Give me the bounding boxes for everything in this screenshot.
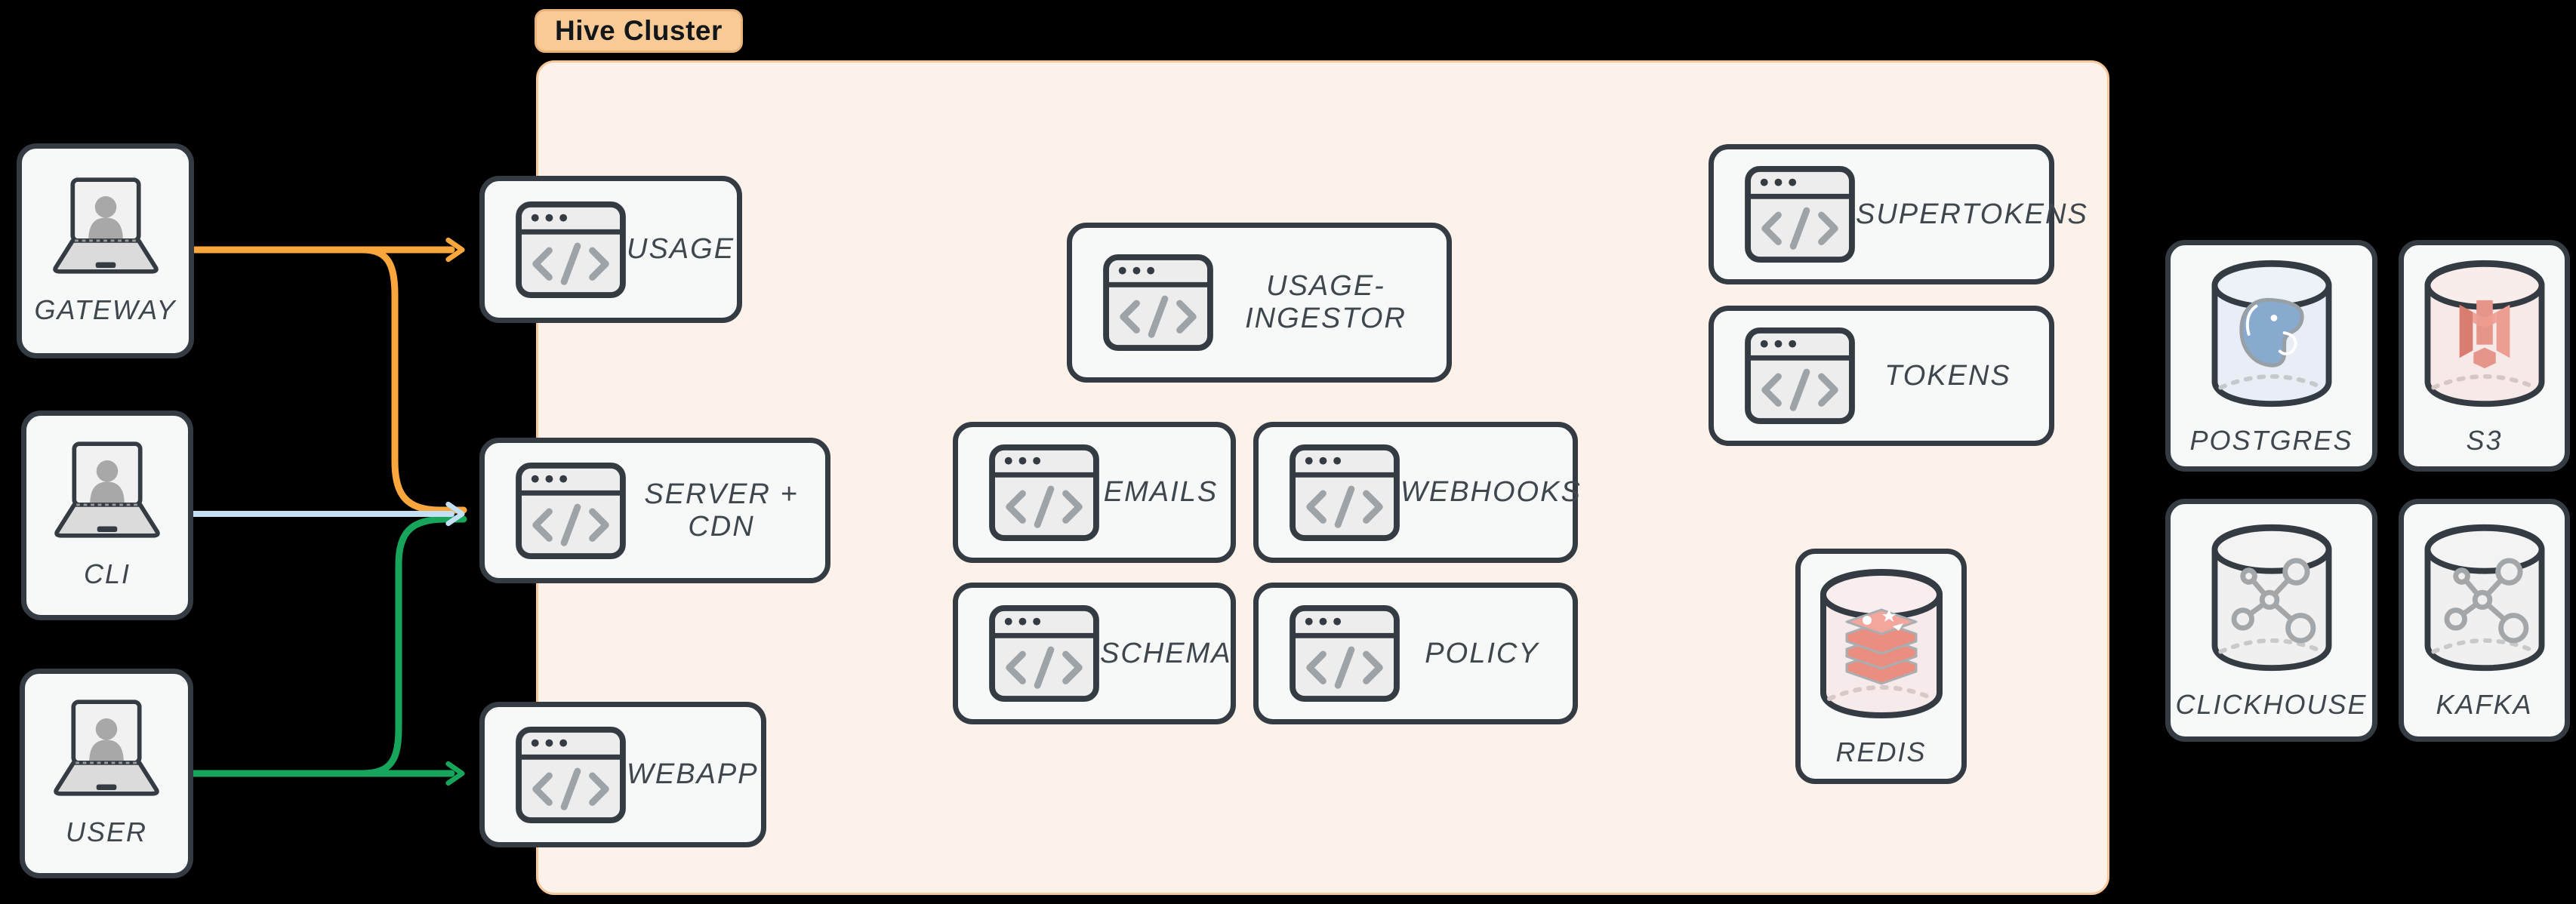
node-label: USAGE (627, 233, 735, 265)
laptop-user-icon (50, 441, 165, 539)
s3-database-icon (2421, 256, 2548, 411)
node-label: CLI (83, 558, 131, 589)
edge-user-servercdn (359, 515, 467, 777)
node-label: CLICKHOUSE (2175, 689, 2368, 720)
code-window-icon (1744, 327, 1856, 425)
code-window-icon (1289, 604, 1400, 703)
node-label: POLICY (1425, 637, 1539, 669)
service-node-webhooks: WEBHOOKS (1253, 422, 1580, 563)
service-node-usage-ingestor: USAGE-INGESTOR (1067, 223, 1452, 383)
node-label: WEBHOOKS (1400, 476, 1582, 508)
kafka-database-icon (2421, 520, 2548, 675)
node-label: SUPERTOKENS (1856, 198, 2088, 230)
node-label: POSTGRES (2189, 424, 2353, 456)
edge-gateway-servercdn (359, 246, 467, 514)
store-node-postgres: POSTGRES (2165, 240, 2377, 472)
code-window-icon (1744, 165, 1856, 263)
service-node-tokens: TOKENS (1709, 306, 2054, 446)
code-window-icon (1289, 444, 1400, 542)
client-node-user: USER (20, 669, 193, 878)
node-label: S3 (2466, 424, 2503, 456)
hive-cluster-badge: Hive Cluster (535, 9, 743, 53)
service-node-webapp: WEBAPP (479, 702, 766, 847)
node-label: GATEWAY (34, 294, 177, 325)
node-label: SCHEMA (1100, 637, 1232, 669)
client-node-gateway: GATEWAY (17, 143, 194, 358)
client-node-cli: CLI (21, 410, 193, 620)
service-node-schema: SCHEMA (953, 583, 1236, 724)
redis-database-icon (1816, 564, 1946, 723)
node-label: USAGE-INGESTOR (1245, 270, 1407, 334)
code-window-icon (988, 604, 1100, 703)
laptop-user-icon (48, 177, 163, 275)
node-label: WEBAPP (627, 758, 759, 790)
node-label: TOKENS (1884, 359, 2011, 392)
node-label: KAFKA (2436, 689, 2533, 720)
node-label: REDIS (1835, 736, 1927, 767)
service-node-redis: REDIS (1795, 549, 1967, 784)
code-window-icon (515, 726, 627, 824)
code-window-icon (988, 444, 1100, 542)
node-label: EMAILS (1103, 476, 1219, 508)
postgres-database-icon (2208, 256, 2335, 411)
service-node-usage: USAGE (479, 176, 742, 323)
service-node-supertokens: SUPERTOKENS (1709, 144, 2087, 284)
store-node-s3: S3 (2399, 240, 2570, 472)
clickhouse-database-icon (2208, 520, 2335, 675)
code-window-icon (1102, 254, 1214, 352)
service-node-emails: EMAILS (953, 422, 1236, 563)
code-window-icon (515, 462, 627, 560)
service-node-policy: POLICY (1253, 583, 1578, 724)
node-label: USER (65, 816, 148, 847)
service-node-server-cdn: SERVER + CDN (479, 438, 830, 583)
code-window-icon (515, 201, 627, 299)
hive-cluster-badge-label: Hive Cluster (555, 15, 723, 46)
store-node-clickhouse: CLICKHOUSE (2165, 499, 2377, 742)
store-node-kafka: KAFKA (2399, 499, 2570, 742)
laptop-user-icon (49, 699, 164, 797)
node-label: SERVER + CDN (644, 478, 799, 543)
